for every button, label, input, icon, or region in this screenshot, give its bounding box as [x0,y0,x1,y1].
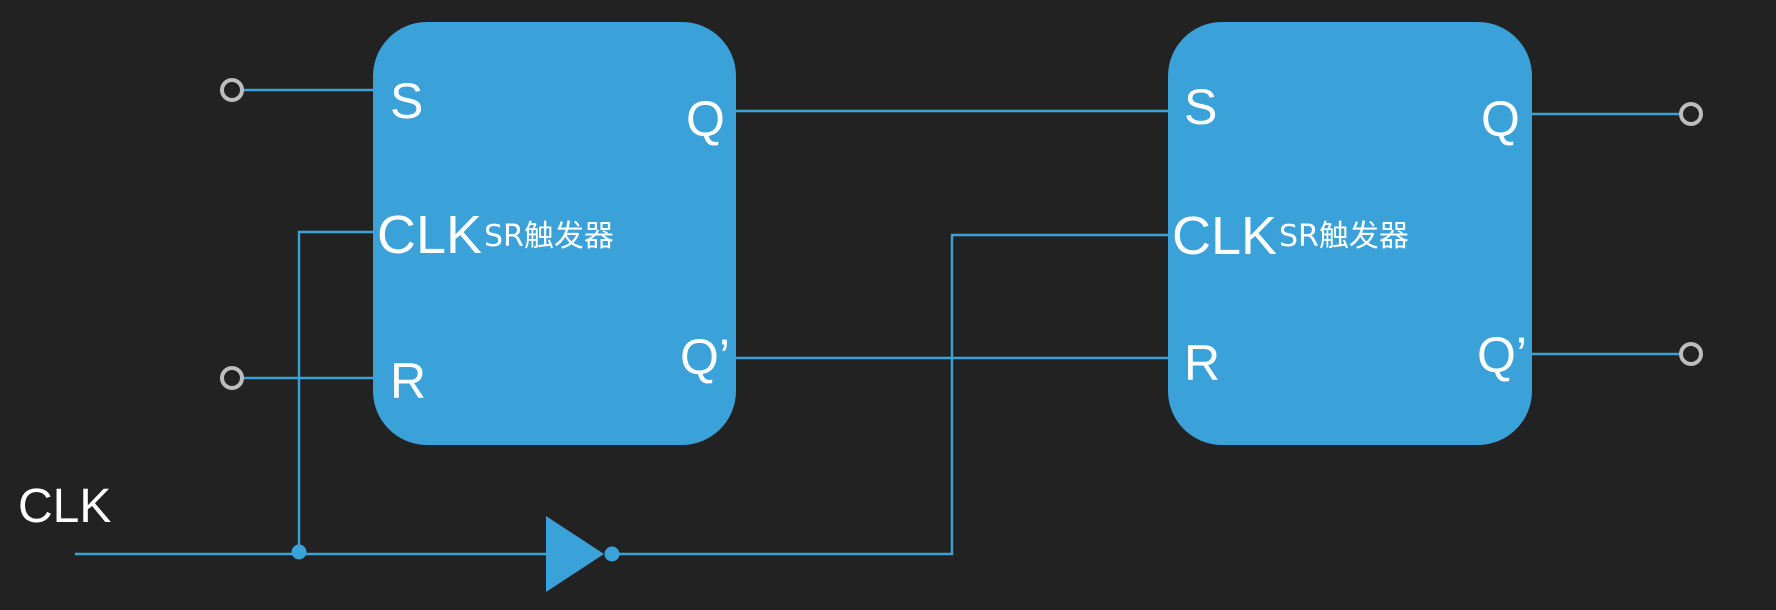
flipflop-2-qbar-label: Q’ [1477,327,1527,383]
inverter-bubble [604,546,620,562]
q-output-terminal[interactable] [1679,102,1703,126]
wire-clk-to-ff1 [297,230,373,554]
wire-inverted-clk-to-ff2 [612,233,1168,556]
flipflop-2-body[interactable] [1168,22,1532,445]
not-gate-icon [546,516,620,592]
flipflop-1-name: SR触发器 [484,219,614,254]
flipflop-1-body[interactable] [373,22,736,445]
r-input-terminal[interactable] [220,366,244,390]
flipflop-2-s-label: S [1184,79,1217,135]
flipflop-2-r-label: R [1184,335,1220,391]
qbar-output-terminal[interactable] [1679,342,1703,366]
wires [75,88,1680,556]
flipflop-2-name: SR触发器 [1279,219,1409,254]
flipflop-1-q-label: Q [686,91,725,147]
inverter-triangle [546,516,604,592]
flipflop-2-q-label: Q [1481,91,1520,147]
flipflop-2[interactable]: S CLK SR触发器 R Q Q’ [1168,22,1532,445]
flipflop-1-s-label: S [390,73,423,129]
s-input-terminal[interactable] [220,78,244,102]
flipflop-1-clk-label: CLK [377,205,482,265]
flipflop-2-clk-label: CLK [1172,206,1277,266]
flipflop-1-r-label: R [390,353,426,409]
flipflop-1-qbar-label: Q’ [680,329,730,385]
flipflop-1[interactable]: S CLK SR触发器 R Q Q’ [373,22,736,445]
clk-junction-dot [291,544,307,560]
clk-input-label: CLK [18,480,111,533]
